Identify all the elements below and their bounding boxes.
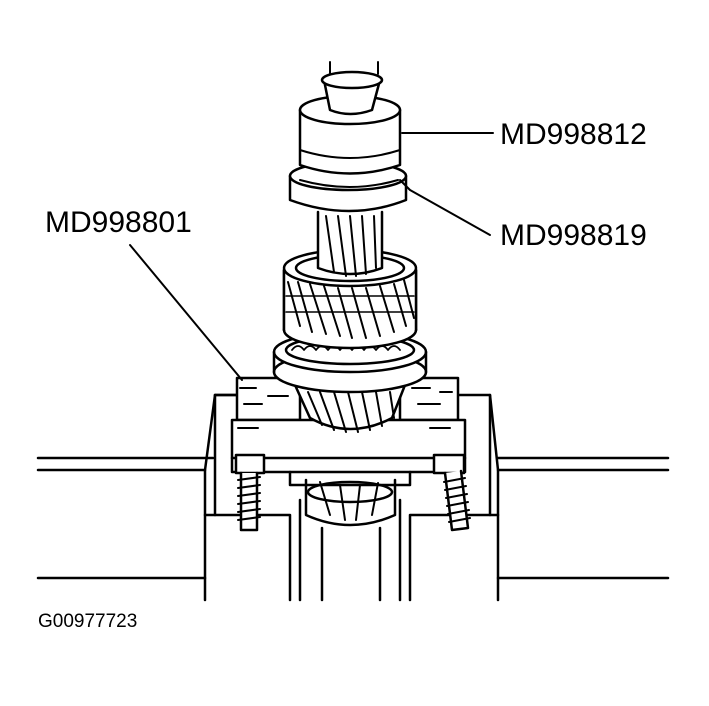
base-frame [36,393,670,602]
label-md998812: MD998812 [500,118,647,151]
label-md998801: MD998801 [45,206,192,239]
lower-shaft [304,478,397,527]
upper-shaft [316,210,384,277]
leader-lines [129,132,494,381]
right-bolt [432,453,471,532]
lower-gear [293,383,407,433]
figure-id: G00977723 [38,611,138,632]
left-bolt [234,453,266,532]
top-tool [298,61,402,175]
label-md998819: MD998819 [500,219,647,252]
